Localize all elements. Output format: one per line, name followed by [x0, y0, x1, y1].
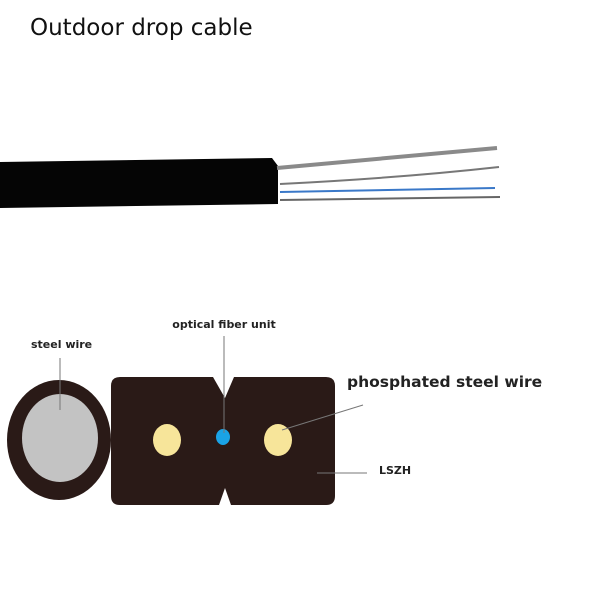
- messenger-wire: [276, 146, 498, 170]
- strength-wire: [279, 166, 500, 185]
- label-lszh: LSZH: [379, 464, 411, 477]
- label-steel-wire: steel wire: [31, 338, 92, 351]
- cable-jacket: [0, 158, 278, 208]
- label-phosphated-steel-wire: phosphated steel wire: [347, 373, 542, 391]
- cross-section: steel wire optical fiber unit phosphated…: [7, 318, 542, 505]
- strength-wire: [279, 196, 501, 201]
- page-title: Outdoor drop cable: [30, 15, 253, 41]
- label-optical-fiber-unit: optical fiber unit: [172, 318, 275, 331]
- phosphated-steel-wire-right: [264, 424, 292, 456]
- cable-photo: [0, 146, 501, 208]
- phosphated-steel-wire-left: [153, 424, 181, 456]
- leader-line: [281, 404, 364, 431]
- optical-fiber: [279, 187, 496, 193]
- steel-wire-core: [22, 394, 98, 482]
- optical-fiber-unit: [216, 429, 230, 445]
